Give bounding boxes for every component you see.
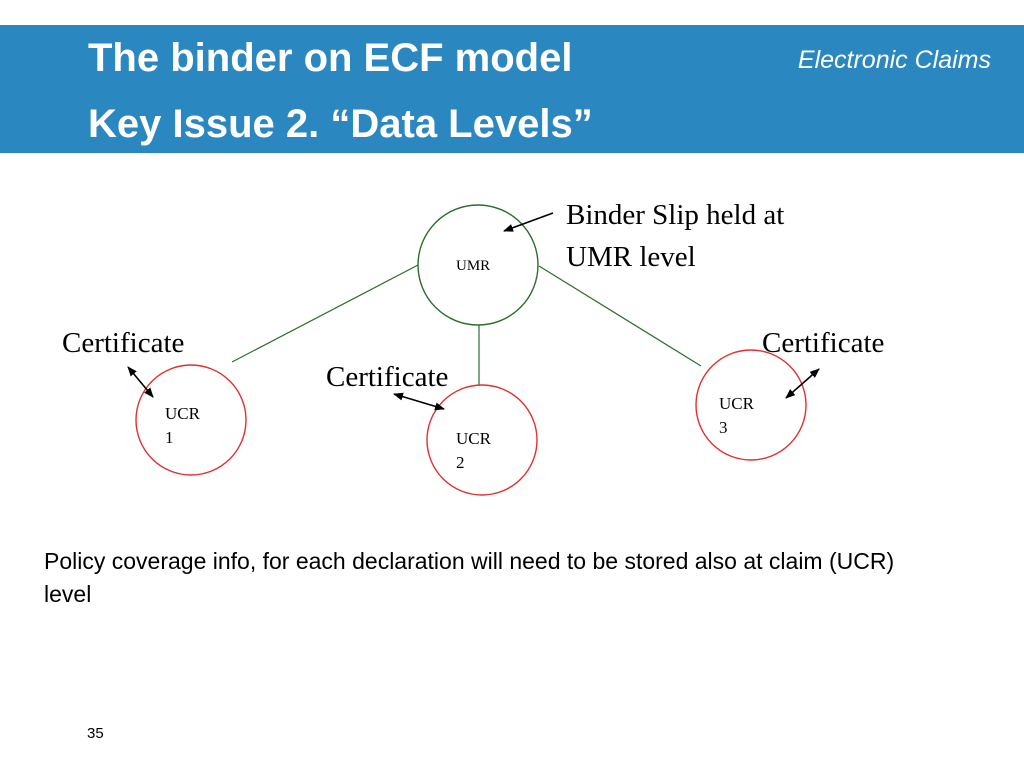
ucr-node-1-label-line2: 1 bbox=[165, 428, 174, 447]
page-number: 35 bbox=[87, 725, 104, 742]
ucr-node-2-label-line2: 2 bbox=[456, 453, 465, 472]
binder-slip-note-line1: Binder Slip held at bbox=[566, 199, 785, 231]
umr-node bbox=[417, 204, 539, 326]
connector-umr-ucr3 bbox=[538, 265, 702, 367]
binder-arrow bbox=[503, 212, 554, 232]
certificate-arrow-3 bbox=[785, 368, 820, 399]
ucr-node-3 bbox=[695, 349, 807, 461]
certificate-label-2: Certificate bbox=[326, 361, 449, 393]
binder-slip-note: Binder Slip held at UMR level bbox=[566, 194, 784, 278]
ucr-node-2 bbox=[426, 384, 538, 496]
ucr-node-1-label-line1: UCR bbox=[165, 404, 200, 423]
umr-node-label: UMR bbox=[456, 258, 491, 274]
policy-coverage-note: Policy coverage info, for each declarati… bbox=[44, 548, 895, 607]
ucr-node-3-label-line2: 3 bbox=[719, 418, 728, 437]
slide-title: The binder on ECF model bbox=[88, 36, 573, 80]
ucr-node-1-label: UCR 1 bbox=[165, 402, 200, 450]
ucr-node-2-label: UCR 2 bbox=[456, 427, 491, 475]
binder-slip-note-line2: UMR level bbox=[566, 241, 696, 273]
header-tagline: Electronic Claims bbox=[797, 46, 991, 74]
certificate-label-1: Certificate bbox=[62, 327, 185, 359]
certificate-label-3: Certificate bbox=[762, 327, 885, 359]
connector-umr-ucr1 bbox=[231, 264, 419, 363]
ucr-node-3-label: UCR 3 bbox=[719, 392, 754, 440]
header-bar bbox=[0, 25, 1024, 153]
ucr-node-2-label-line1: UCR bbox=[456, 429, 491, 448]
slide-subtitle: Key Issue 2. “Data Levels” bbox=[88, 102, 593, 146]
certificate-arrow-1 bbox=[127, 366, 154, 398]
certificate-arrow-2 bbox=[393, 392, 445, 411]
ucr-node-3-label-line1: UCR bbox=[719, 394, 754, 413]
ucr-node-1 bbox=[135, 364, 247, 476]
